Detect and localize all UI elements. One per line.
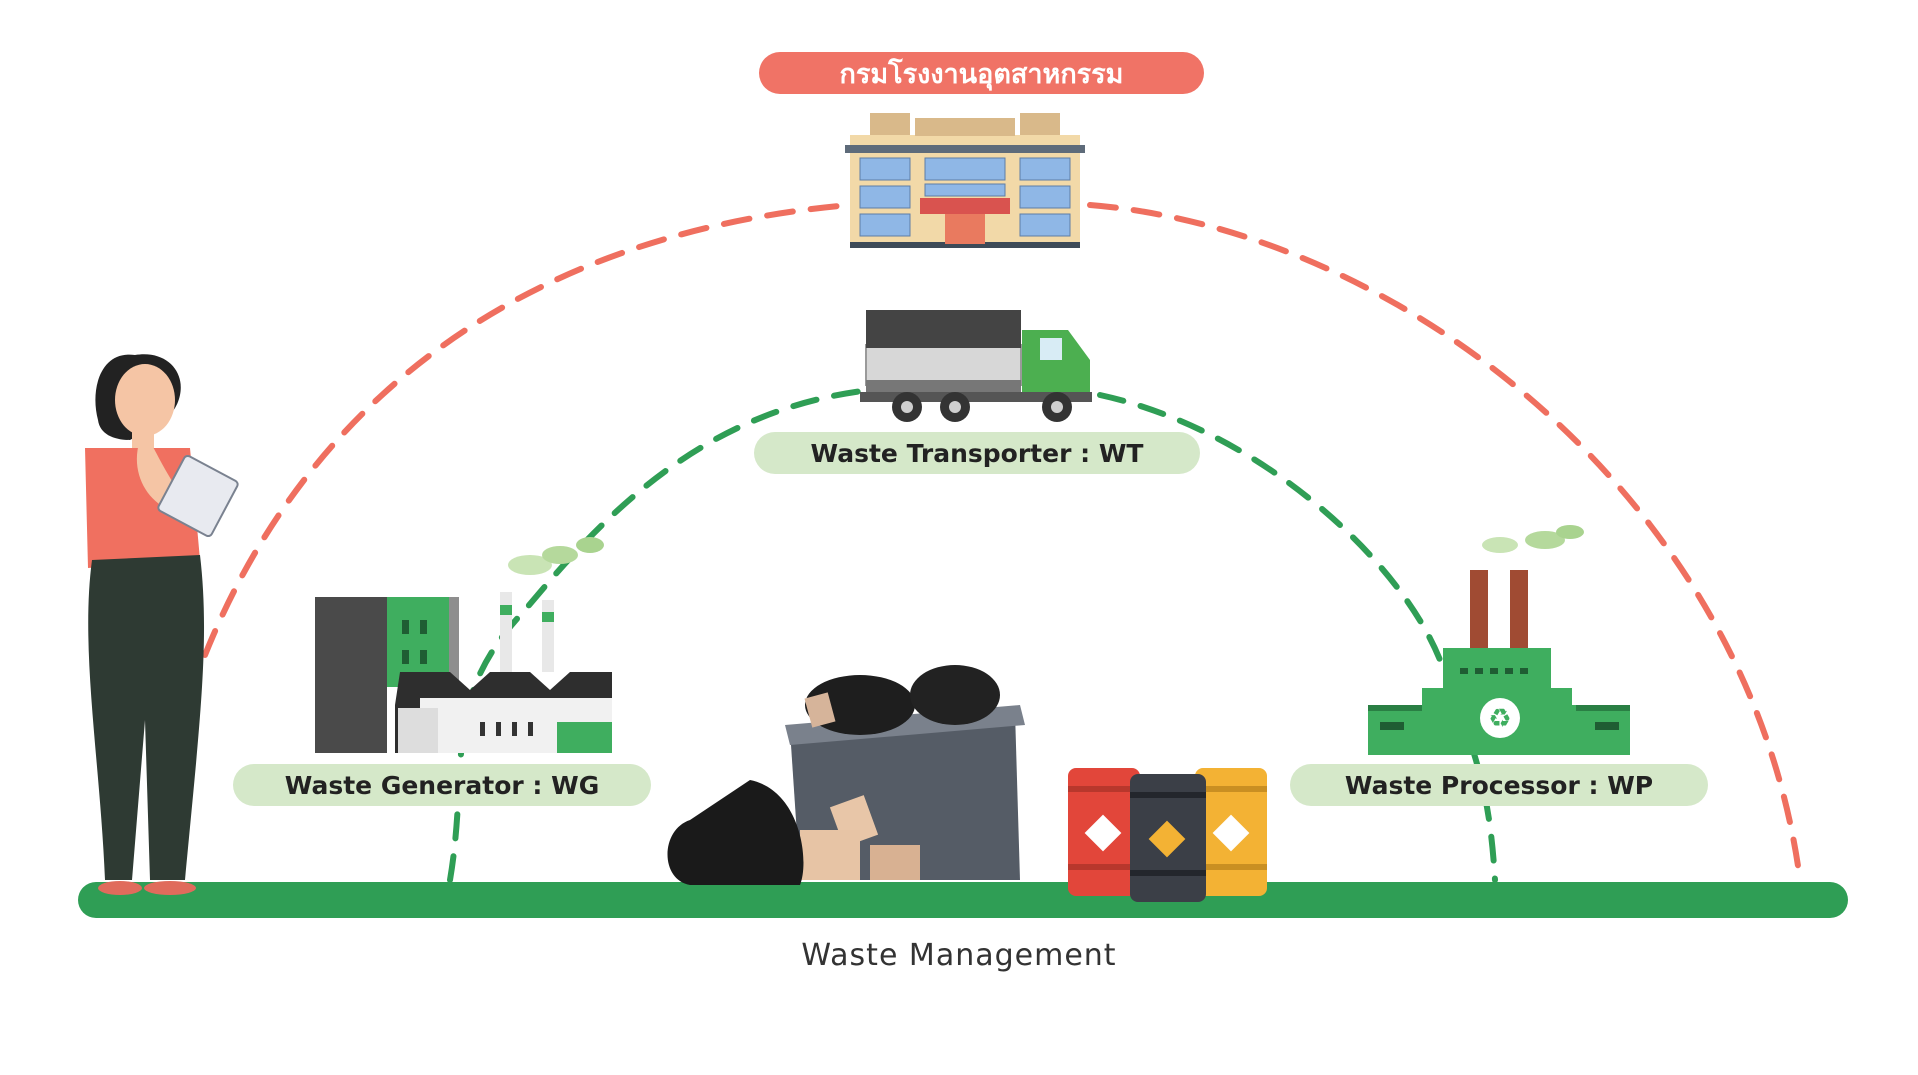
generator-label: Waste Generator : WG <box>284 770 600 800</box>
processor-label-pill: Waste Processor : WP <box>1290 764 1708 806</box>
outer-arc-dashed-right <box>1087 202 1803 883</box>
transporter-label: Waste Transporter : WT <box>810 438 1144 468</box>
waste-processor-factory-icon: ♻ <box>1368 525 1630 755</box>
processor-label: Waste Processor : WP <box>1344 770 1654 800</box>
generator-label-pill: Waste Generator : WG <box>233 764 651 806</box>
chemical-barrels-icon <box>1068 768 1267 902</box>
dumpster-with-trash-bags-icon <box>667 665 1025 885</box>
woman-with-tablet-icon <box>85 354 239 895</box>
outer-arc-dashed <box>202 202 853 658</box>
svg-text:♻: ♻ <box>1488 704 1511 734</box>
diagram-caption: Waste Management <box>801 938 1117 973</box>
government-building-icon <box>845 113 1085 248</box>
truck-icon <box>860 310 1092 422</box>
ground-bar <box>78 882 1848 918</box>
transporter-label-pill: Waste Transporter : WT <box>754 432 1200 474</box>
waste-generator-factory-icon <box>315 537 612 753</box>
authority-label: กรมโรงงานอุตสาหกรรม <box>839 58 1124 90</box>
authority-label-pill: กรมโรงงานอุตสาหกรรม <box>759 52 1204 94</box>
